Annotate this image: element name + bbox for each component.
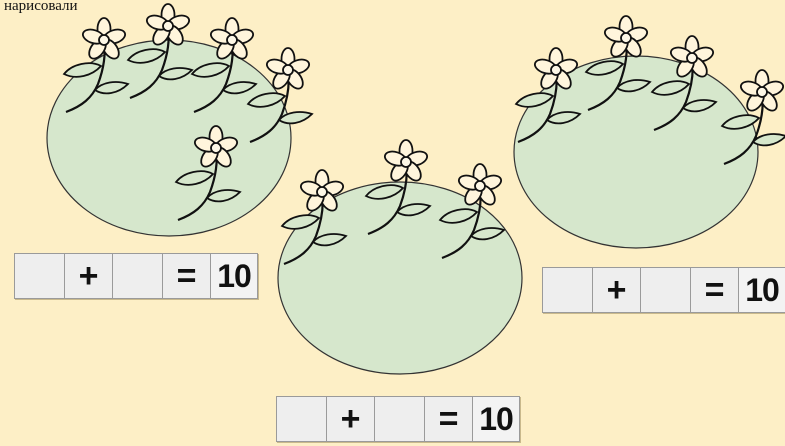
answer-box[interactable]: [641, 268, 691, 312]
answer-box[interactable]: [375, 397, 425, 441]
equals-sign: =: [691, 268, 739, 312]
equation-left: + = 10: [14, 253, 258, 299]
plus-sign: +: [327, 397, 375, 441]
answer-box[interactable]: [543, 268, 593, 312]
caption-text: нарисовали: [4, 0, 78, 14]
meadow-middle: [277, 181, 523, 375]
equals-sign: =: [425, 397, 473, 441]
answer-box[interactable]: [113, 254, 163, 298]
plus-sign: +: [593, 268, 641, 312]
equals-sign: =: [163, 254, 211, 298]
answer-box[interactable]: [277, 397, 327, 441]
result-value: 10: [739, 268, 785, 312]
equation-middle: + = 10: [276, 396, 520, 442]
result-value: 10: [211, 254, 257, 298]
result-value: 10: [473, 397, 519, 441]
answer-box[interactable]: [15, 254, 65, 298]
plus-sign: +: [65, 254, 113, 298]
equation-right: + = 10: [542, 267, 785, 313]
